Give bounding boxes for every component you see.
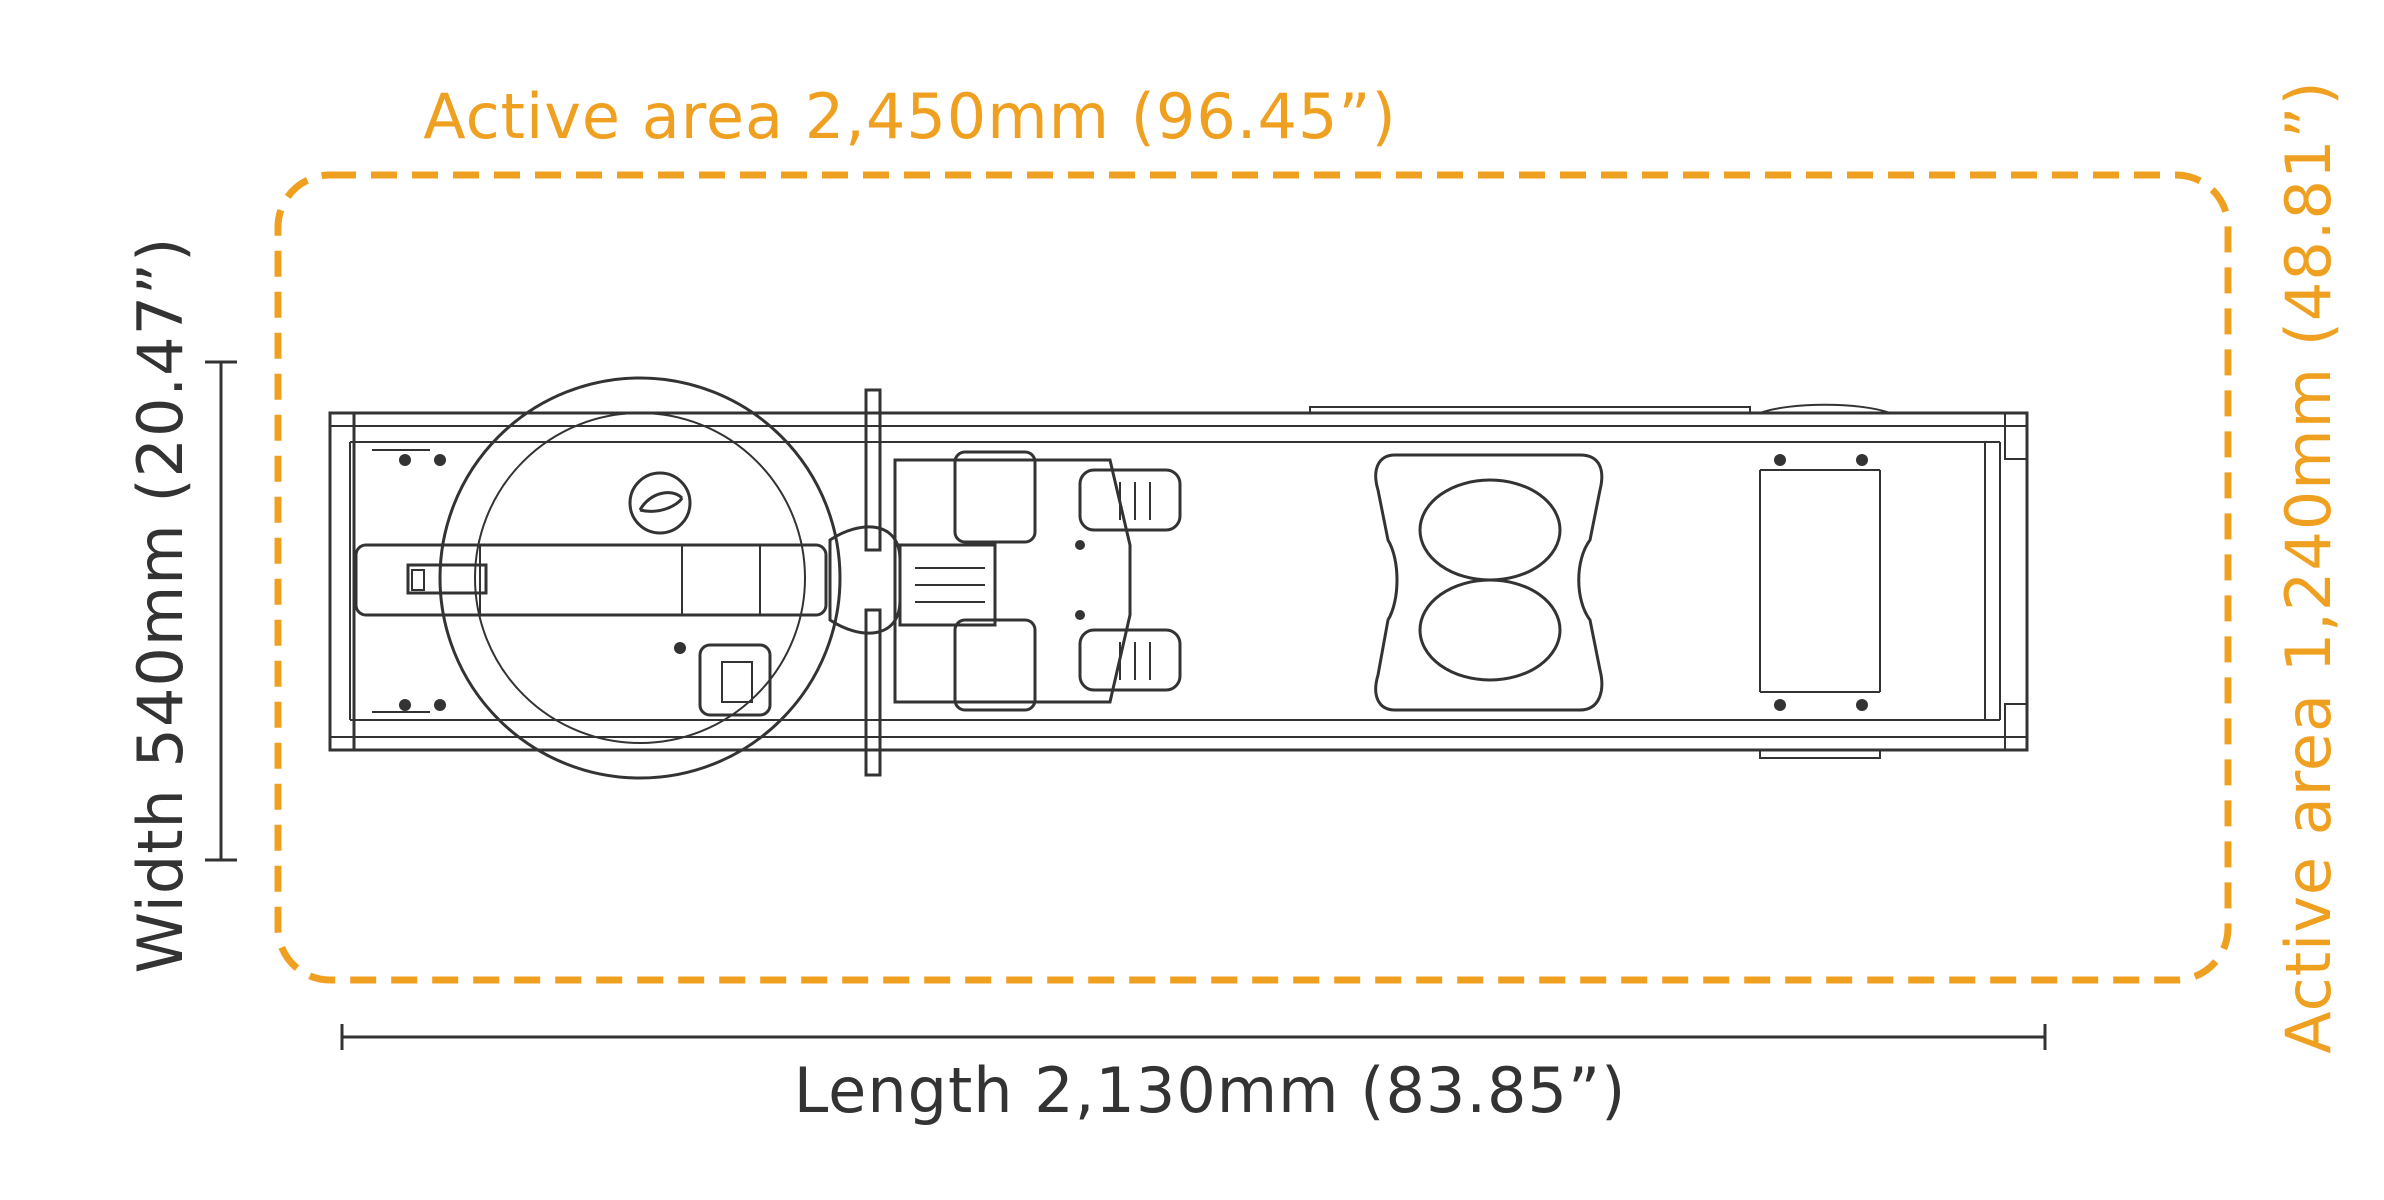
handle-bar [354,543,828,617]
active-area-boundary [274,171,2232,984]
active-area-length-label: Active area 2,450mm (96.45”) [423,80,1396,153]
length-dimension-line [340,1024,2047,1050]
monitor [898,543,997,627]
length-label: Length 2,130mm (83.85”) [794,1054,1627,1127]
width-dimension-line [205,360,237,862]
width-label: Width 540mm (20.47”) [124,237,197,974]
active-area-width-label: Active area 1,240mm (48.81”) [2272,80,2345,1053]
rowing-machine-drawing [328,376,2029,780]
foot-plate [893,450,1182,712]
seat [1374,453,1604,712]
rail-frame [328,403,2029,759]
water-tank [438,376,842,780]
front-stabiliser [328,411,446,752]
